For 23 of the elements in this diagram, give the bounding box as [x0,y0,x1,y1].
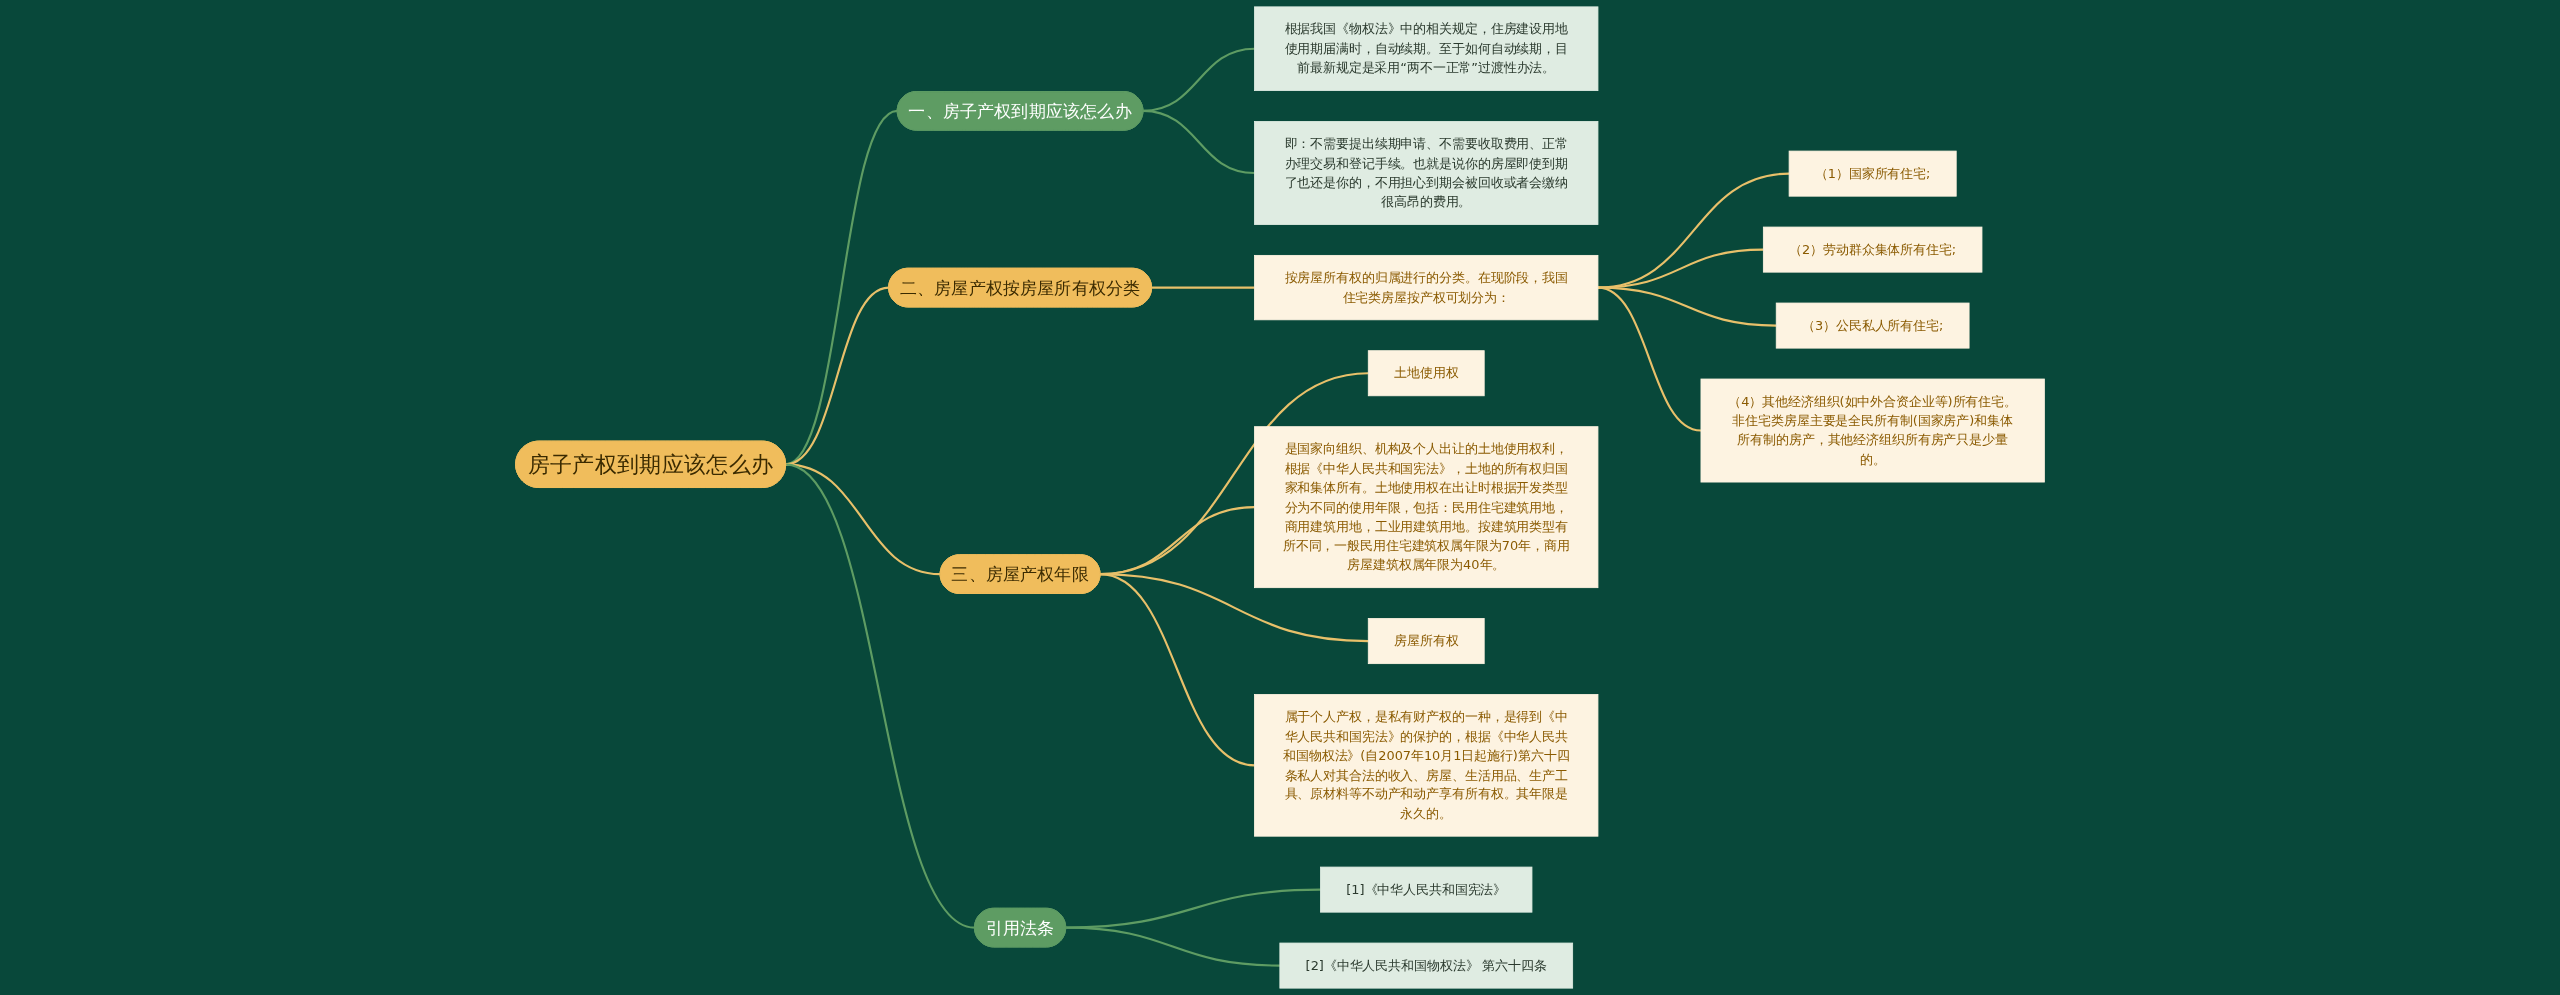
connector [785,463,941,576]
node-box: （3）公民私人所有住宅; [1775,302,1970,349]
node-box: （1）国家所有住宅; [1788,150,1957,197]
connector [1065,888,1321,929]
connector [1597,248,1764,289]
connector [1099,573,1255,767]
connector [1142,109,1255,175]
node-box: （4）其他经济组织(如中外合资企业等)所有住宅。非住宅类房屋主要是全民所有制(国家房产)和集体所有制的房产，其他经济组织所有房产只是少量的。 [1700,378,2045,483]
connector [1597,172,1790,289]
node-box: 土地使用权 [1367,350,1485,397]
connector [785,463,975,929]
node-box: 是国家向组织、机构及个人出让的土地使用权利，根据《中华人民共和国宪法》，土地的所有权归国家和集体所有。土地使用权在出让时根据开发类型分为不同的使用年限，包括：民用住宅建筑用地，商用建筑用地，工业用建筑用地。按建筑用类型有所不同，一般民用住宅建筑权属年限为70年，商用房屋建筑权属年限为40年。 [1254,426,1599,589]
node-box: 房屋所有权 [1367,618,1485,665]
node-box: [1]《中华人民共和国宪法》 [1320,866,1533,913]
node-box: 属于个人产权，是私有财产权的一种，是得到《中华人民共和国宪法》的保护的，根据《中华人民共和国物权法》(自2007年10月1日起施行)第六十四条私人对其合法的收入、房屋、生活用品、生产工具、原材料等不动产和动产享有所有权。其年限是永久的。 [1254,694,1599,837]
node-box: 按房屋所有权的归属进行的分类。在现阶段，我国住宅类房屋按产权可划分为： [1254,254,1599,321]
node-box: 根据我国《物权法》中的相关规定，住房建设用地使用期届满时，自动续期。至于如何自动续期，目前最新规定是采用“两不一正常”过渡性办法。 [1254,6,1599,91]
connector [1065,926,1280,967]
connector [1151,286,1255,289]
node-box: [2]《中华人民共和国物权法》 第六十四条 [1279,942,1574,989]
node-box: 即：不需要提出续期申请、不需要收取费用、正常办理交易和登记手续。也就是说你的房屋即使到期了也还是你的，不用担心到期会被回收或者会缴纳很高昂的费用。 [1254,121,1599,225]
connector [1597,286,1702,432]
node-box: （2）劳动群众集体所有住宅; [1762,226,1983,273]
